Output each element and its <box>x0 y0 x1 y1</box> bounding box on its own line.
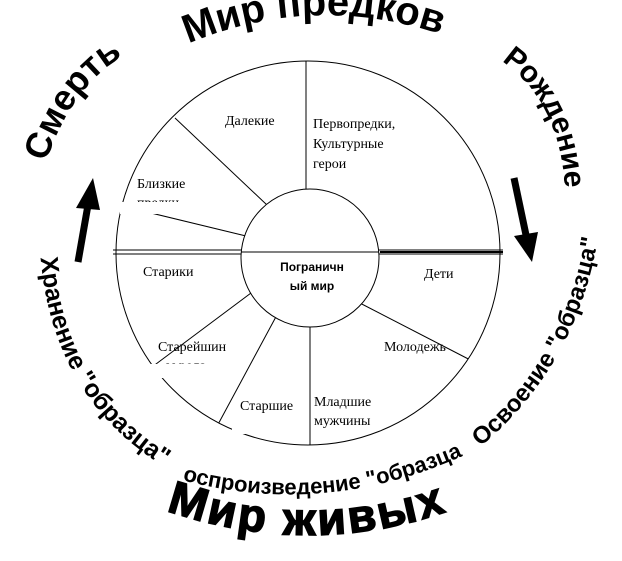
label-mastering-pattern: Освоение "образца" <box>467 234 604 451</box>
segment-distant-ancestors: Далекие <box>225 114 275 129</box>
label-birth: Рождение <box>497 40 591 188</box>
center-label-line1: Пограничн <box>280 260 344 274</box>
arrow-down-icon <box>510 177 538 262</box>
spoke-lower-left <box>147 289 256 371</box>
spoke-bottom-left <box>214 312 279 431</box>
label-keeping-pattern: Хранение "образца" <box>35 255 176 471</box>
mask-senior <box>232 422 307 434</box>
inner-circle <box>240 188 380 328</box>
label-death: Смерть <box>15 29 128 165</box>
segment-youth: Молодежь <box>384 340 446 355</box>
spoke-upper-left <box>174 117 268 206</box>
arrow-up-icon <box>74 178 100 263</box>
spoke-lower-right <box>353 299 481 366</box>
segment-first-ancestors: Первопредки, Культурные герои <box>313 117 399 172</box>
mask-elders <box>150 364 240 378</box>
title-ancestors-world: Мир предков <box>176 0 451 52</box>
center-label-line2: ый мир <box>290 279 335 293</box>
segment-children: Дети <box>424 267 454 282</box>
segment-old-men: Старики <box>143 265 194 280</box>
segment-junior-men: Младшие мужчины <box>314 395 375 429</box>
mask-close <box>120 202 230 214</box>
